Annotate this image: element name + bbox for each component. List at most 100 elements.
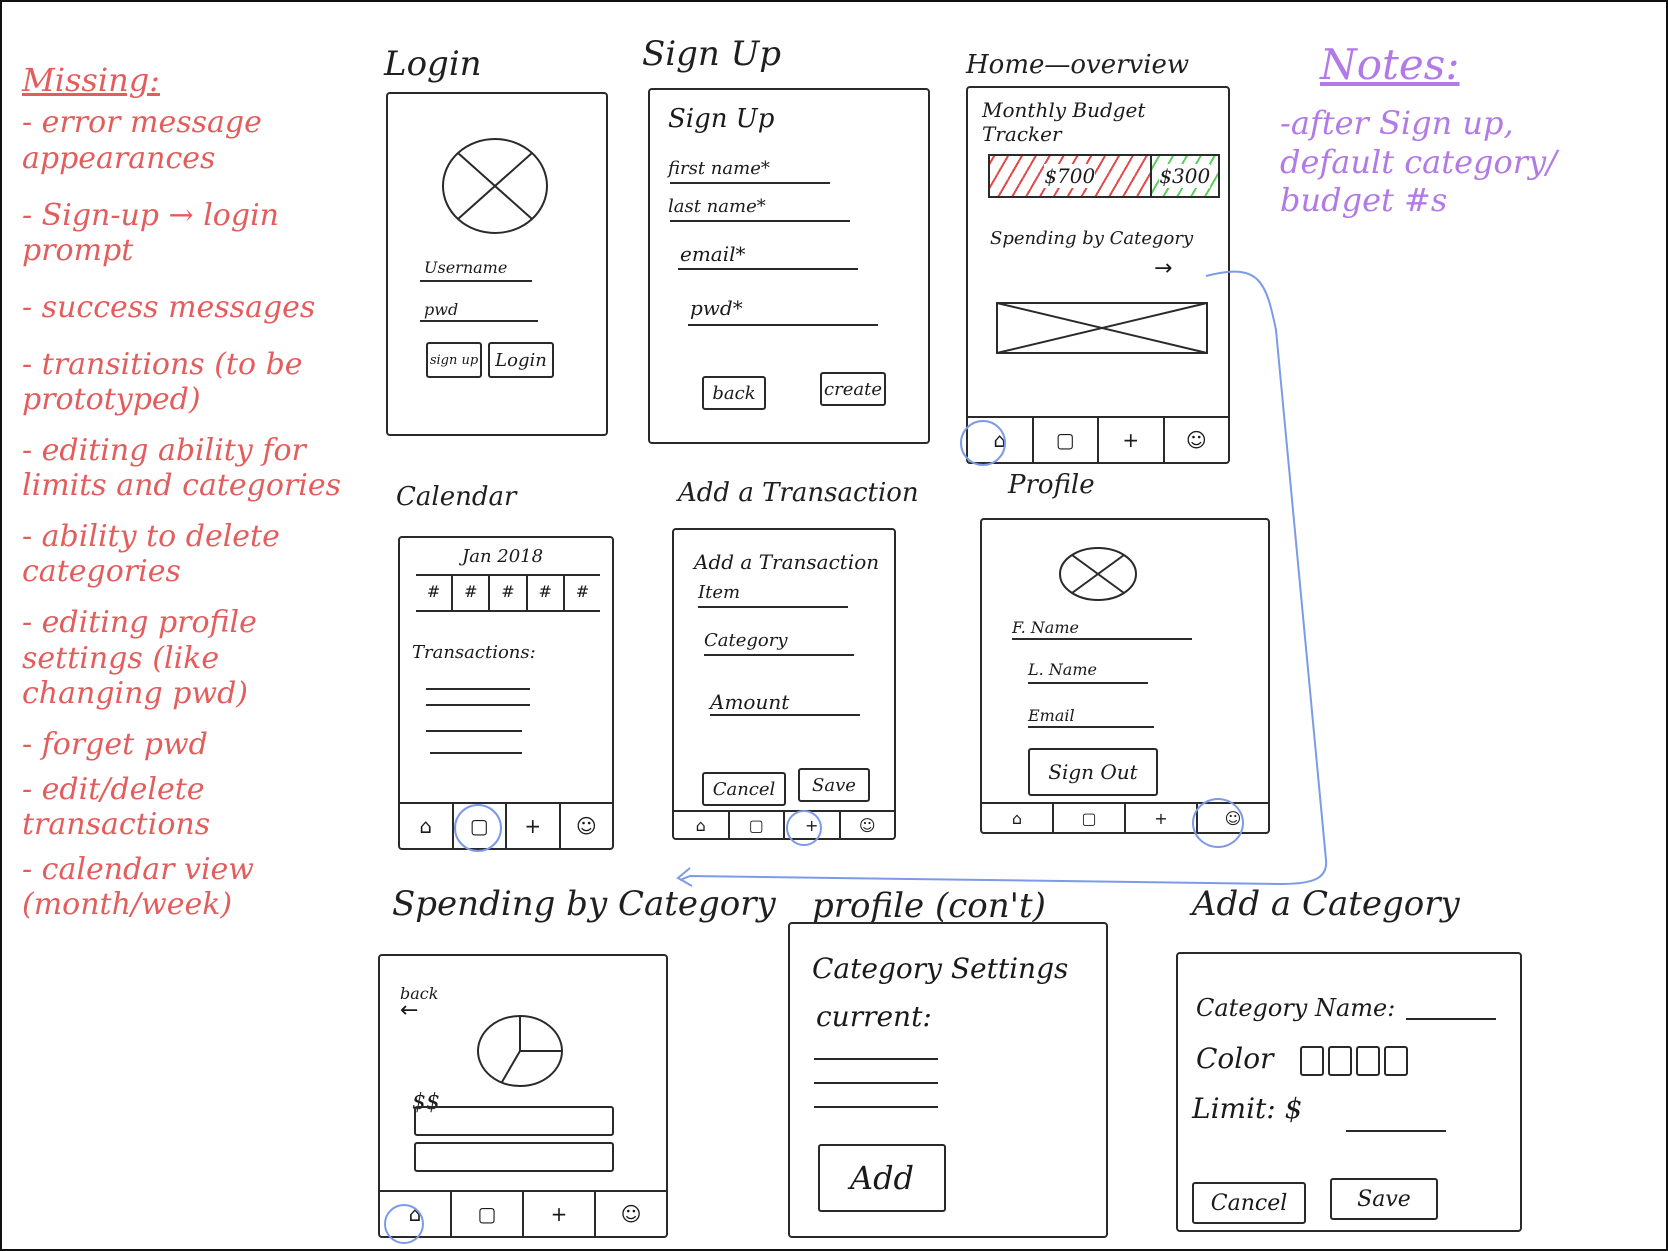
first-name-label: first name*: [668, 158, 770, 179]
day-cell[interactable]: #: [528, 576, 565, 610]
current-category-row[interactable]: [814, 1082, 938, 1084]
calendar-icon[interactable]: ▢: [452, 1192, 524, 1236]
avatar-placeholder: [440, 136, 550, 236]
limit-field[interactable]: [1346, 1130, 1446, 1132]
add-icon[interactable]: +: [507, 804, 561, 848]
missing-item: - forget pwd: [22, 726, 208, 762]
last-name-field[interactable]: [670, 220, 850, 222]
back-button[interactable]: back: [702, 376, 766, 410]
missing-item: - success messages: [22, 289, 316, 325]
profile-cont-screen: Category Settings current: Add: [788, 922, 1108, 1238]
add-category-title: Add a Category: [1192, 884, 1460, 924]
email-label: email*: [680, 242, 746, 266]
transaction-row[interactable]: [426, 704, 530, 706]
limit-label: Limit: $: [1192, 1092, 1303, 1125]
home-icon[interactable]: ⌂: [982, 804, 1054, 832]
home-icon[interactable]: ⌂: [674, 812, 730, 838]
chart-placeholder: [996, 302, 1208, 354]
notes: Notes: -after Sign up, default category/…: [1280, 40, 1600, 220]
back-arrow-icon[interactable]: ←: [400, 998, 419, 1023]
spending-screen: back ← $$ ⌂ ▢ + ☺: [378, 954, 668, 1244]
active-tab-highlight: [454, 804, 502, 852]
amount-label: Amount: [710, 690, 790, 714]
first-name-field[interactable]: [670, 182, 830, 184]
signup-screen: Sign Up first name* last name* email* pw…: [648, 88, 930, 444]
active-tab-highlight: [384, 1204, 424, 1244]
category-name-label: Category Name:: [1196, 994, 1396, 1022]
color-swatch[interactable]: [1356, 1046, 1380, 1076]
add-icon[interactable]: +: [524, 1192, 596, 1236]
calendar-icon[interactable]: ▢: [730, 812, 785, 838]
add-category-screen: Category Name: Color Limit: $ Cancel Sav…: [1176, 952, 1522, 1232]
profile-screen: F. Name L. Name Email Sign Out ⌂ ▢ + ☺: [980, 518, 1270, 848]
email-field[interactable]: [1028, 726, 1154, 728]
email-label: Email: [1028, 706, 1075, 725]
last-name-label: last name*: [668, 196, 766, 217]
user-icon[interactable]: ☺: [575, 814, 597, 838]
back-link[interactable]: back: [400, 984, 439, 1003]
color-swatch[interactable]: [1384, 1046, 1408, 1076]
profile-cont-title: profile (con't): [812, 886, 1046, 926]
add-button[interactable]: Add: [818, 1144, 946, 1212]
amount-field[interactable]: [710, 714, 860, 716]
add-icon[interactable]: +: [1099, 418, 1165, 462]
cancel-button[interactable]: Cancel: [1192, 1182, 1306, 1224]
category-bar[interactable]: [414, 1106, 614, 1136]
category-bar[interactable]: [414, 1142, 614, 1172]
transaction-row[interactable]: [426, 688, 530, 690]
login-button[interactable]: Login: [488, 342, 554, 378]
notes-body: -after Sign up, default category/ budget…: [1280, 104, 1557, 220]
cancel-button[interactable]: Cancel: [702, 772, 786, 806]
current-category-row[interactable]: [814, 1058, 938, 1060]
last-name-field[interactable]: [1028, 682, 1148, 684]
create-button[interactable]: create: [820, 372, 886, 406]
signout-button[interactable]: Sign Out: [1028, 748, 1158, 796]
pwd-field[interactable]: [688, 324, 878, 326]
spending-title: Spending by Category: [392, 884, 776, 924]
category-field[interactable]: [704, 654, 854, 656]
avatar-placeholder: [1058, 546, 1138, 602]
email-field[interactable]: [678, 268, 858, 270]
budget-bar: $700 $300: [988, 154, 1220, 198]
missing-item: - error message appearances: [22, 105, 262, 176]
category-name-field[interactable]: [1406, 1018, 1496, 1020]
day-cell[interactable]: #: [453, 576, 491, 610]
user-icon[interactable]: ☺: [620, 1202, 642, 1226]
save-button[interactable]: Save: [798, 768, 870, 802]
item-label: Item: [698, 582, 741, 603]
calendar-icon[interactable]: ▢: [1054, 804, 1126, 832]
calendar-icon[interactable]: ▢: [1034, 418, 1099, 462]
spending-arrow-icon[interactable]: →: [1154, 256, 1173, 281]
home-heading: Monthly Budget Tracker: [982, 98, 1146, 146]
home-icon[interactable]: ⌂: [400, 804, 454, 848]
calendar-screen: Jan 2018 # # # # # Transactions: ⌂ ▢ + ☺: [398, 536, 614, 852]
signup-title: Sign Up: [642, 34, 782, 74]
item-field[interactable]: [698, 606, 848, 608]
login-screen: Username pwd sign up Login: [386, 92, 608, 436]
login-title: Login: [384, 44, 482, 84]
day-row: # # # # #: [416, 574, 600, 612]
missing-item: - Sign-up → login prompt: [22, 197, 279, 268]
signup-button[interactable]: sign up: [426, 342, 482, 378]
user-icon[interactable]: ☺: [858, 815, 876, 835]
user-icon[interactable]: ☺: [1185, 428, 1207, 452]
username-field[interactable]: [420, 280, 532, 282]
color-swatch[interactable]: [1300, 1046, 1324, 1076]
day-cell[interactable]: #: [416, 576, 454, 610]
pwd-field[interactable]: [420, 320, 538, 322]
color-swatch[interactable]: [1328, 1046, 1352, 1076]
save-button[interactable]: Save: [1330, 1178, 1438, 1220]
pie-chart-icon: [476, 1014, 564, 1088]
day-cell[interactable]: #: [490, 576, 528, 610]
active-tab-highlight: [1192, 798, 1244, 848]
transactions-label: Transactions:: [412, 642, 536, 663]
current-category-row[interactable]: [814, 1106, 938, 1108]
signup-heading: Sign Up: [668, 104, 775, 134]
username-label: Username: [424, 258, 508, 277]
day-cell[interactable]: #: [575, 582, 590, 601]
first-name-field[interactable]: [1012, 638, 1192, 640]
transaction-row[interactable]: [430, 752, 522, 754]
amount-label: $$: [412, 1090, 440, 1115]
transaction-row[interactable]: [426, 730, 522, 732]
